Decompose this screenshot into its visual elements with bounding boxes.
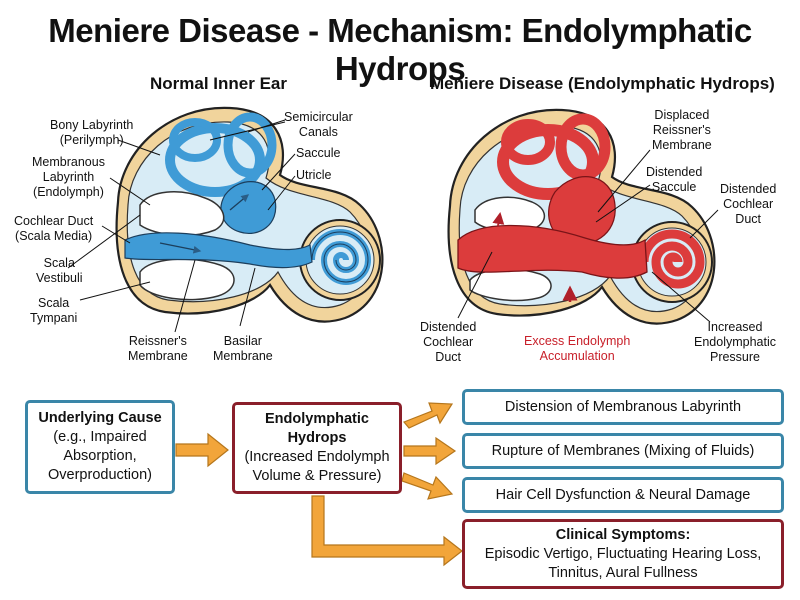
hydrops-inner-ear — [447, 108, 719, 325]
arrow-to-symptoms — [311, 495, 463, 567]
normal-scala-tympani — [139, 258, 235, 301]
normal-inner-ear — [67, 106, 384, 333]
cause-title: Underlying Cause — [38, 410, 162, 426]
normal-ear-heading: Normal Inner Ear — [150, 74, 287, 93]
label-utricle: Utricle — [296, 168, 332, 182]
label-cochlear-duct: Cochlear Duct(Scala Media) — [14, 214, 94, 243]
effect-box-hair-cell: Hair Cell Dysfunction & Neural Damage — [462, 477, 784, 513]
page-title: Meniere Disease - Mechanism: Endolymphat… — [48, 12, 752, 87]
label-saccule: Saccule — [296, 146, 341, 160]
effect-hair-cell: Hair Cell Dysfunction & Neural Damage — [495, 486, 751, 503]
hydrops-cochlea-spiral — [639, 229, 705, 289]
label-bony-labyrinth: Bony Labyrinth(Perilymph) — [50, 118, 134, 147]
effect-box-rupture: Rupture of Membranes (Mixing of Fluids) — [462, 433, 784, 469]
symptoms-title: Clinical Symptoms: — [555, 526, 691, 543]
flow-arrows — [175, 402, 463, 567]
arrow-to-hair-cell — [401, 472, 454, 500]
normal-cochlear-duct — [124, 232, 313, 269]
symptoms-body: Episodic Vertigo, Fluctuating Hearing Lo… — [484, 545, 762, 581]
arrow-cause-to-hydrops — [175, 432, 229, 468]
symptoms-box: Clinical Symptoms: Episodic Vertigo, Flu… — [462, 519, 784, 589]
hydrops-ear-heading: Meniere Disease (Endolymphatic Hydrops) — [430, 74, 775, 93]
effect-distension: Distension of Membranous Labyrinth — [504, 398, 742, 415]
hydrops-cochlear-duct — [457, 224, 648, 279]
arrow-to-distension — [403, 402, 454, 429]
hydrops-saccule — [547, 176, 616, 245]
effect-rupture: Rupture of Membranes (Mixing of Fluids) — [491, 442, 755, 459]
arrow-to-rupture — [403, 436, 457, 466]
effect-box-distension: Distension of Membranous Labyrinth — [462, 389, 784, 425]
